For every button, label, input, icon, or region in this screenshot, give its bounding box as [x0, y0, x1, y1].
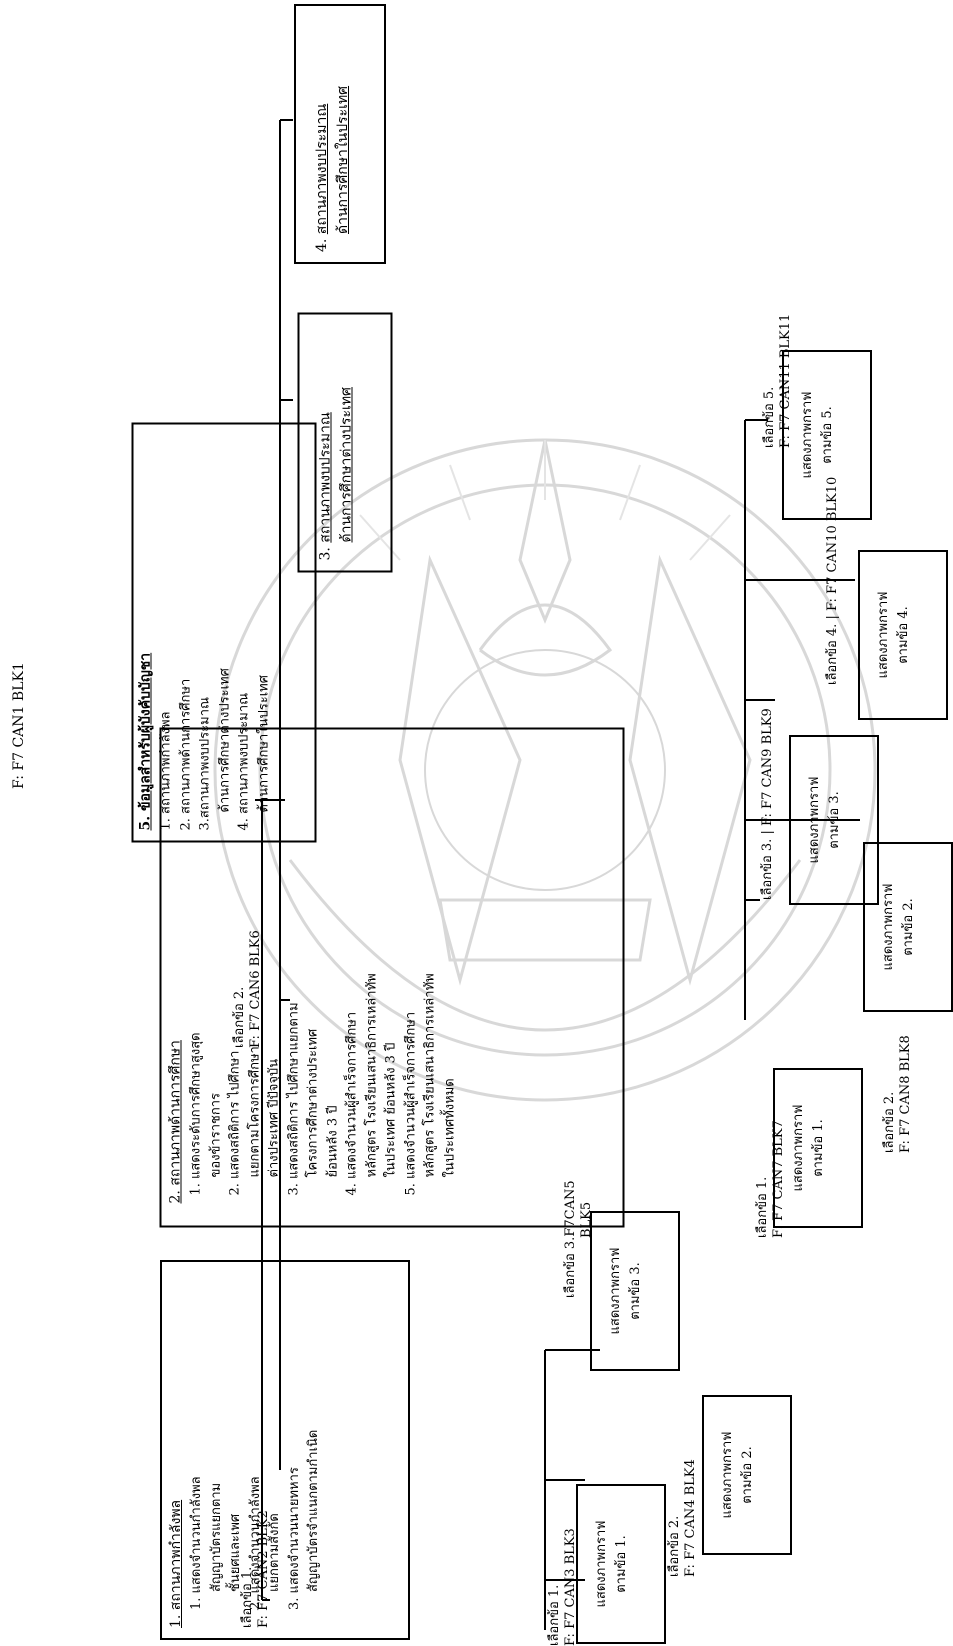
branch1-sub2-box: แสดงภาพกราฟ ตามข้อ 2. — [702, 1395, 792, 1555]
branch1-line-2: สัญญาบัตรแยกตาม — [208, 1482, 224, 1592]
branch2-sub1-choice: เลือกข้อ 1. — [755, 1176, 770, 1238]
branch2-choice: เลือกข้อ 2. — [232, 986, 247, 1048]
branch3-line2: ด้านการศึกษาต่างประเทศ — [338, 387, 355, 543]
branch2-choice-label: เลือกข้อ 2. F: F7 CAN6 BLK6 — [232, 878, 268, 1048]
branch1-sub1-line1: แสดงภาพกราฟ — [594, 1520, 609, 1608]
branch3-line1: สถานภาพงบประมาณ — [317, 412, 334, 543]
branch3-box: 3. สถานภาพงบประมาณ ด้านการศึกษาต่างประเท… — [297, 312, 393, 573]
branch2-sub5-label: เลือกข้อ 5. F: F7 CAN11 BLK11 — [762, 268, 798, 448]
branch1-sub1-line2: ตามข้อ 1. — [613, 1535, 629, 1593]
branch2-line-2: ของข้าราชการ — [208, 1093, 223, 1178]
branch4-box: 4. สถานภาพงบประมาณ ด้านการศึกษาในประเทศ — [294, 4, 386, 264]
branch2-sub5-choice: เลือกข้อ 5. — [762, 386, 777, 448]
branch1-sub3-line1: แสดงภาพกราฟ — [608, 1247, 623, 1335]
branch1-box: 1. สถานภาพกำลังพล 1. แสดงจำนวนกำลังพล สั… — [160, 1260, 410, 1640]
branch2-sub1-line2: ตามข้อ 1. — [810, 1119, 826, 1177]
branch2-sub5-line2: ตามข้อ 5. — [819, 406, 835, 464]
branch2-sub2-code: F: F7 CAN8 BLK8 — [898, 1035, 914, 1153]
branch1-sub3-choice: เลือกข้อ 3. — [563, 1236, 578, 1298]
branch1-sub2-code: F: F7 CAN4 BLK4 — [683, 1459, 699, 1577]
branch1-sub2-label: เลือกข้อ 2. F: F7 CAN4 BLK4 — [667, 1407, 703, 1577]
branch2-sub4-box: แสดงภาพกราฟ ตามข้อ 4. — [858, 550, 948, 720]
branch2-sub3-code: F: F7 CAN9 BLK9 — [760, 708, 775, 827]
branch3-num: 3. — [317, 547, 334, 561]
branch2-sub4-line2: ตามข้อ 4. — [895, 606, 911, 664]
branch1-sub1-box: แสดงภาพกราฟ ตามข้อ 1. — [576, 1484, 666, 1644]
branch2-sub1-line1: แสดงภาพกราฟ — [791, 1104, 806, 1192]
branch2-line-9: 4. แสดงจำนวนผู้สำเร็จการศึกษา — [344, 1011, 360, 1196]
branch2-sub3-box: แสดงภาพกราฟ ตามข้อ 3. — [789, 735, 879, 905]
branch1-choice: เลือกข้อ 1. — [240, 1566, 255, 1628]
branch2-sub2-choice: เลือกข้อ 2. — [882, 1091, 897, 1153]
branch2-line-12: 5. แสดงจำนวนผู้สำเร็จการศึกษา — [403, 1011, 418, 1196]
branch2-sub2-label: เลือกข้อ 2. F: F7 CAN8 BLK8 — [882, 983, 918, 1153]
branch1-sub1-label: เลือกข้อ 1. F: F7 CAN3 BLK3 — [547, 1466, 583, 1646]
branch2-sub1-code: F: F7 CAN7 BLK7 — [771, 1120, 787, 1238]
branch4-num: 4. — [314, 238, 330, 252]
branch1-sub2-line1: แสดงภาพกราฟ — [720, 1431, 735, 1519]
branch1-sub1-code: F: F7 CAN3 BLK3 — [563, 1528, 579, 1646]
branch2-sub5-line1: แสดงภาพกราฟ — [800, 391, 815, 479]
branch1-code: F: F7 CAN2 BLK2 — [256, 1510, 272, 1628]
branch2-sub5-code: F: F7 CAN11 BLK11 — [778, 313, 794, 448]
branch1-sub3-line2: ตามข้อ 3. — [627, 1262, 643, 1320]
branch2-line-8: ย้อนหลัง 3 ปี — [325, 1105, 340, 1178]
branch2-box: 2. สถานภาพด้านการศึกษา 1. แสดงระดับการศึ… — [159, 727, 625, 1228]
branch2-sub1-label: เลือกข้อ 1. F: F7 CAN7 BLK7 — [755, 1068, 791, 1238]
branch1-sub3-box: แสดงภาพกราฟ ตามข้อ 3. — [590, 1211, 680, 1371]
branch2-title: 2. สถานภาพด้านการศึกษา — [167, 1040, 184, 1204]
branch4-line2: ด้านการศึกษาในประเทศ — [335, 85, 351, 234]
branch2-sub3-label: เลือกข้อ 3. | F: F7 CAN9 BLK9 — [760, 708, 775, 900]
branch1-choice-label: เลือกข้อ 1. F: F7 CAN2 BLK2 — [240, 1458, 280, 1628]
branch1-line-7: สัญญาบัตรจำแนกตามกำเนิด — [306, 1429, 321, 1592]
branch1-line-1: 1. แสดงจำนวนกำลังพล — [189, 1476, 204, 1610]
branch2-line-1: 1. แสดงระดับการศึกษาสูงสุด — [188, 1032, 204, 1196]
branch2-sub3-line1: แสดงภาพกราฟ — [807, 776, 822, 864]
branch2-line-7: โครงการศึกษาต่างประเทศ — [305, 1028, 321, 1178]
branch2-line-11: ในประเทศ ย้อนหลัง 3 ปี — [383, 1042, 399, 1178]
branch2-sub3-choice: เลือกข้อ 3. — [760, 838, 775, 900]
branch2-sub3-line2: ตามข้อ 3. — [826, 791, 842, 849]
branch2-sub4-line1: แสดงภาพกราฟ — [876, 591, 891, 679]
branch1-sub2-line2: ตามข้อ 2. — [739, 1446, 755, 1504]
branch2-line-6: 3. แสดงสถิติการ ไปศึกษาแยกตาม — [286, 1002, 301, 1196]
branch1-sub2-choice: เลือกข้อ 2. — [667, 1515, 682, 1577]
branch2-line-13: หลักสูตร โรงเรียนเสนาธิการเหล่าทัพ — [422, 973, 438, 1178]
branch1-title: 1. สถานภาพกำลังพล — [168, 1499, 184, 1628]
branch2-line-14: ในประเทศทั้งหมด — [442, 1078, 457, 1178]
root-code-label: F: F7 CAN1 BLK1 — [11, 662, 27, 789]
branch2-code: F: F7 CAN6 BLK6 — [248, 930, 264, 1048]
branch2-sub4-choice: เลือกข้อ 4. — [825, 623, 840, 685]
branch2-line-10: หลักสูตร โรงเรียนเสนาธิการเหล่าทัพ — [364, 973, 379, 1178]
branch4-line1: สถานภาพงบประมาณ — [314, 103, 330, 235]
branch1-line-6: 3. แสดงจำนวนนายทหาร — [286, 1467, 302, 1610]
root-title: 5. ข้อมูลสำหรับผู้บังคับบัญชา — [137, 652, 154, 831]
branch1-sub1-choice: เลือกข้อ 1. — [547, 1584, 562, 1646]
